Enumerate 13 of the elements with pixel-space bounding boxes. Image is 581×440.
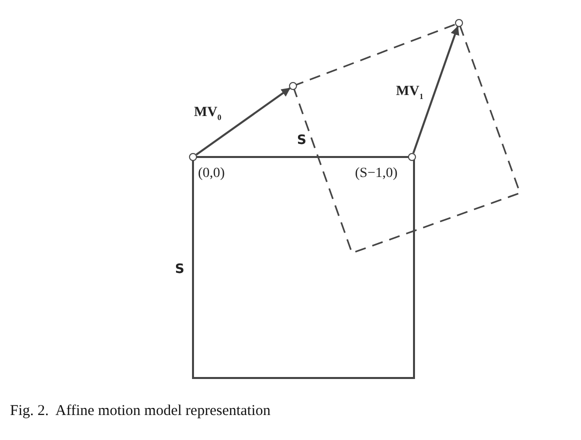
side-length-label: S bbox=[297, 133, 306, 148]
corner-point bbox=[455, 19, 463, 27]
figure-caption: Fig. 2. Affine motion model representation bbox=[10, 403, 271, 420]
motion-vector-arrow bbox=[412, 26, 460, 154]
corner-point bbox=[189, 153, 197, 161]
side-length-label: S bbox=[175, 262, 184, 277]
edge-label: MV$_{1}$ bbox=[396, 84, 424, 101]
edge-label: MV$_{0}$ bbox=[194, 105, 222, 122]
coordinate-label: (0,0) bbox=[198, 166, 225, 182]
coordinate-label: (S−1,0) bbox=[355, 166, 398, 182]
corner-point bbox=[289, 82, 297, 90]
motion-vector-arrow bbox=[196, 88, 290, 156]
corner-point bbox=[408, 153, 416, 161]
